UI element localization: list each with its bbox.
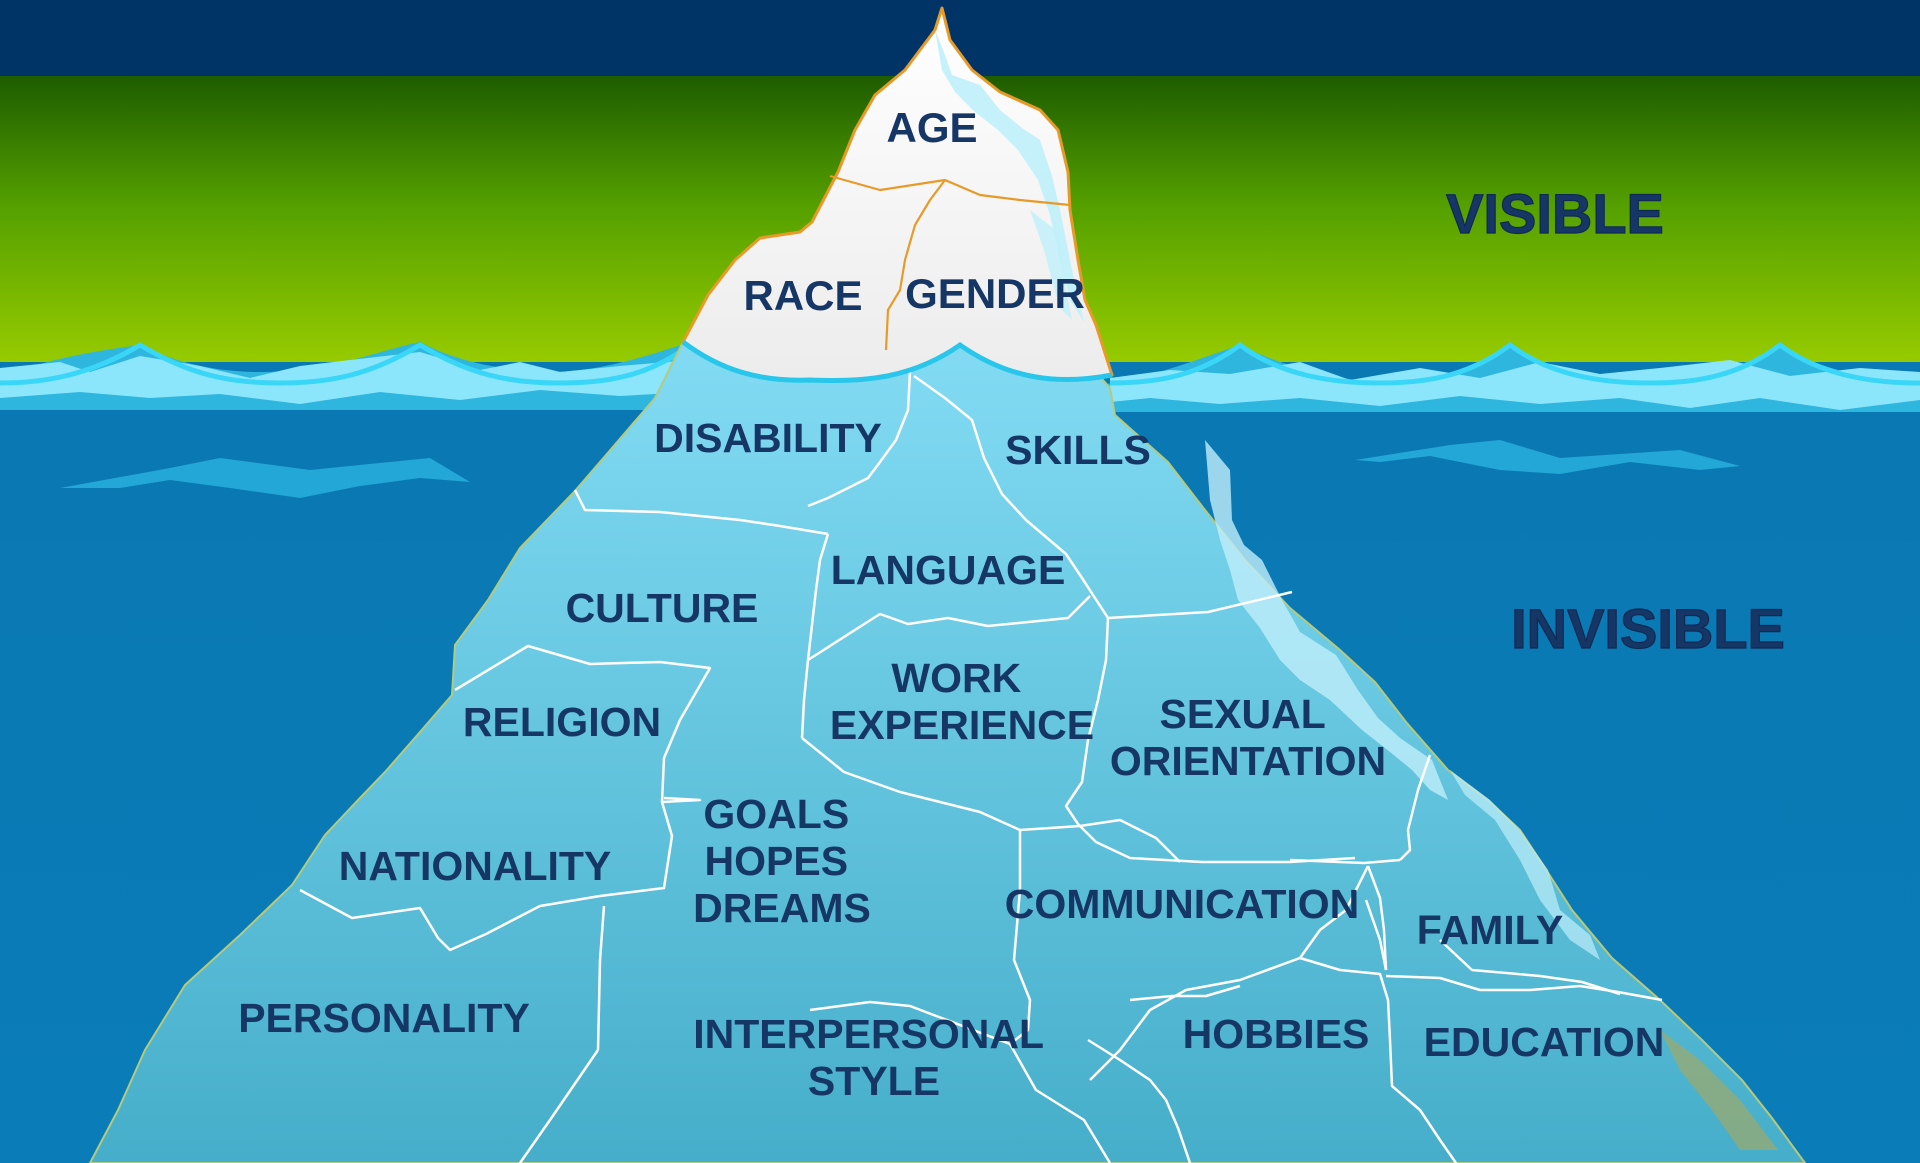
trait-race: RACE <box>743 272 862 319</box>
submerged-cracks <box>299 371 1663 1163</box>
submerged-highlight <box>1205 440 1448 800</box>
trait-family: FAMILY <box>1417 907 1564 953</box>
trait-education: EDUCATION <box>1424 1019 1665 1065</box>
invisible-zone-label: INVISIBLE <box>1511 597 1785 660</box>
trait-disability: DISABILITY <box>654 415 882 461</box>
trait-work-experience-line-1: WORK <box>891 655 1021 701</box>
trait-nationality: NATIONALITY <box>339 843 612 889</box>
visible-zone-label: VISIBLE <box>1446 182 1664 245</box>
submerged-shadow <box>1660 1030 1778 1150</box>
submerged-highlight-2 <box>1450 770 1600 960</box>
tip-highlight <box>935 30 1084 322</box>
tip-highlight-2 <box>1030 210 1072 320</box>
trait-hopes-line: HOPES <box>705 838 849 884</box>
trait-religion: RELIGION <box>463 699 661 745</box>
trait-language: LANGUAGE <box>831 547 1066 593</box>
waterline-edge <box>681 340 1113 384</box>
trait-work-experience-line-2: EXPERIENCE <box>830 702 1094 748</box>
trait-personality: PERSONALITY <box>238 995 530 1041</box>
trait-culture: CULTURE <box>566 585 759 631</box>
trait-hobbies: HOBBIES <box>1183 1011 1370 1057</box>
tip-cracks <box>829 174 1071 351</box>
trait-goals-hopes-dreams: GOALS HOPES DREAMS <box>693 791 871 931</box>
trait-sexual-orientation: SEXUAL ORIENTATION <box>1110 691 1386 784</box>
surface-waves <box>0 341 1920 412</box>
trait-sexual-orientation-line-1: SEXUAL <box>1160 691 1326 737</box>
trait-gender: GENDER <box>905 270 1085 317</box>
water-streak-right <box>1355 440 1740 474</box>
trait-interpersonal-line: INTERPERSONAL <box>693 1011 1043 1057</box>
trait-style-line: STYLE <box>808 1058 940 1104</box>
trait-dreams-line: DREAMS <box>693 885 871 931</box>
trait-goals-line: GOALS <box>703 791 849 837</box>
trait-sexual-orientation-line-2: ORIENTATION <box>1110 738 1386 784</box>
trait-communication: COMMUNICATION <box>1005 881 1360 927</box>
water-streak-left <box>60 458 470 498</box>
trait-age: AGE <box>886 104 977 151</box>
trait-skills: SKILLS <box>1005 427 1151 473</box>
trait-interpersonal-style: INTERPERSONAL STYLE <box>693 1011 1054 1104</box>
trait-work-experience: WORK EXPERIENCE <box>830 655 1094 748</box>
